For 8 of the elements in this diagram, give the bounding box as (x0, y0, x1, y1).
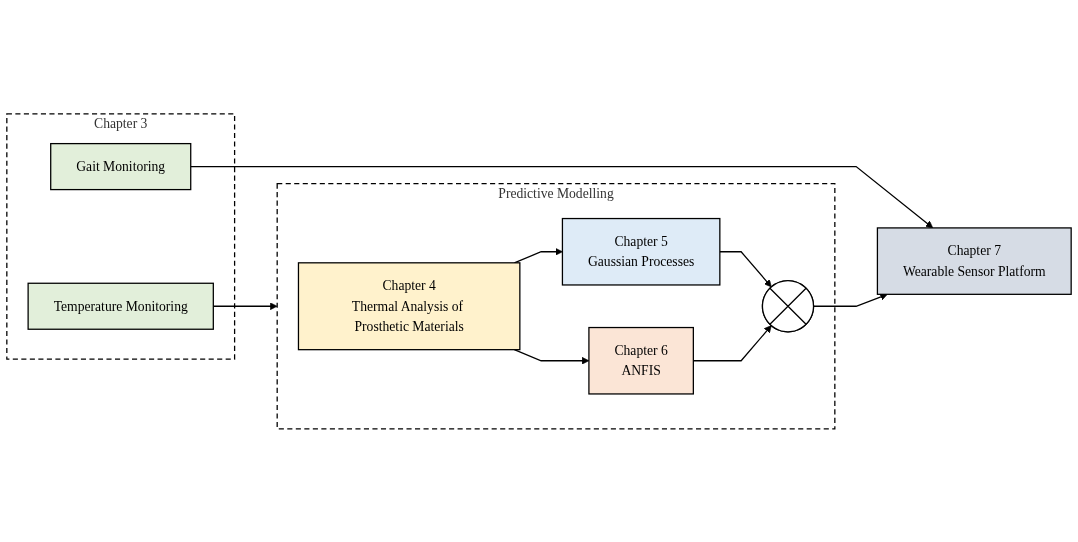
node-box: Chapter 6 ANFIS (588, 326, 694, 395)
node-box: Temperature Monitoring (27, 282, 214, 330)
node-box: Gait Monitoring (50, 142, 192, 190)
arrow (190, 165, 934, 228)
node-box: Chapter 7 Wearable Sensor Platform (876, 226, 1072, 295)
node-box: Chapter 4 Thermal Analysis of Prosthetic Materials (297, 261, 521, 350)
node-box: Chapter 5 Gaussian Processes (561, 217, 721, 286)
arrow (719, 250, 772, 287)
